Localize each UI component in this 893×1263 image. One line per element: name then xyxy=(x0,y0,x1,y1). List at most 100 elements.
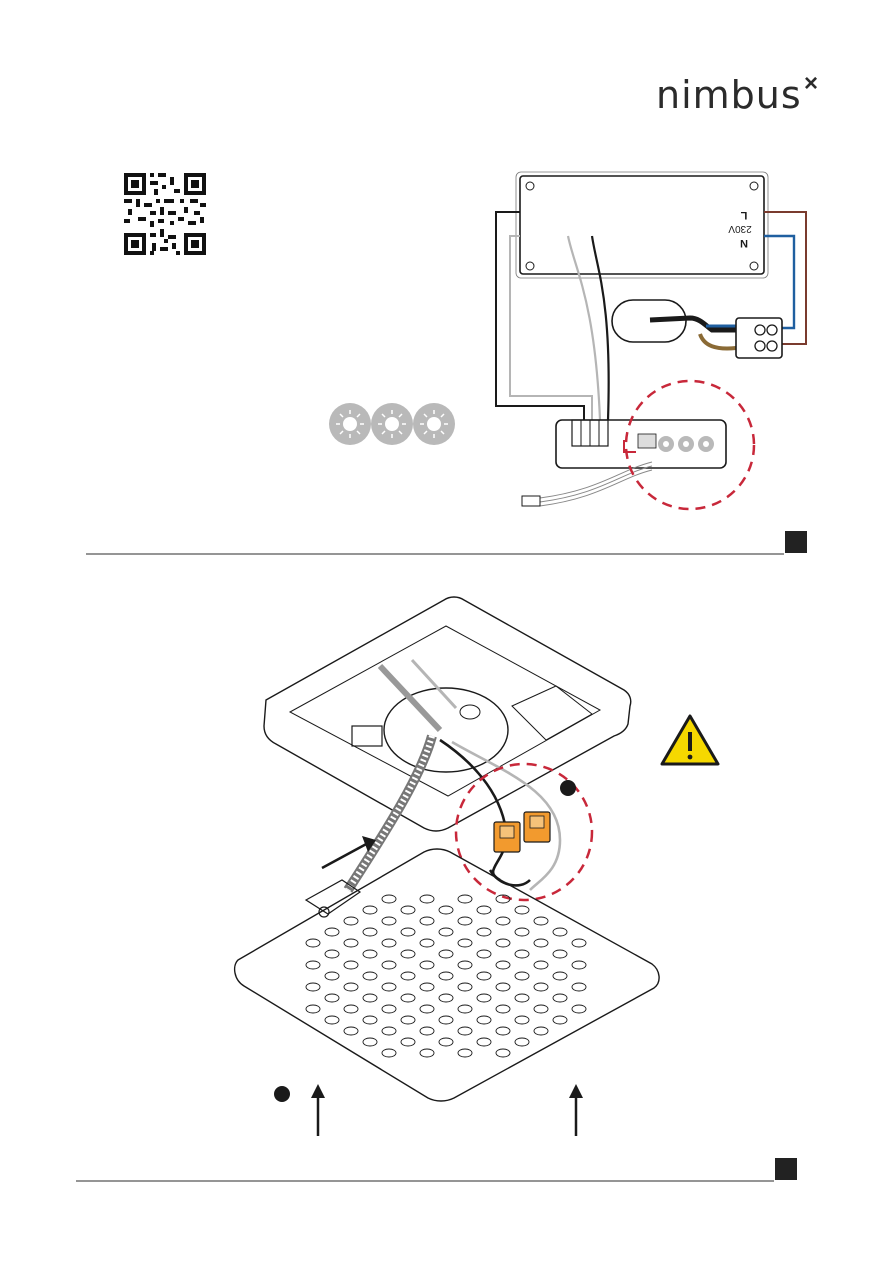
lens-hole xyxy=(515,994,529,1002)
lens-hole xyxy=(477,928,491,936)
lens-hole xyxy=(515,928,529,936)
lens-hole xyxy=(344,917,358,925)
lens-hole xyxy=(382,939,396,947)
lens-hole xyxy=(477,906,491,914)
lens-hole xyxy=(458,1049,472,1057)
lens-hole xyxy=(439,1038,453,1046)
lens-hole xyxy=(439,972,453,980)
lens-hole xyxy=(496,1005,510,1013)
lens-hole xyxy=(401,1016,415,1024)
lens-hole xyxy=(325,972,339,980)
driver-n-label: N xyxy=(740,237,748,249)
lens-hole xyxy=(363,994,377,1002)
lens-hole xyxy=(458,895,472,903)
lens-hole xyxy=(306,961,320,969)
lens-hole xyxy=(515,1038,529,1046)
wiring-diagram xyxy=(496,172,806,509)
driver-voltage-label: 230V xyxy=(728,223,752,234)
lens-hole xyxy=(420,961,434,969)
lens-hole xyxy=(572,1005,586,1013)
lens-hole xyxy=(401,950,415,958)
step-marker xyxy=(775,1158,797,1180)
lens-hole xyxy=(344,939,358,947)
lens-hole xyxy=(477,1038,491,1046)
luminaire-diagram xyxy=(235,597,718,1136)
lens-hole xyxy=(420,983,434,991)
lens-hole xyxy=(363,1038,377,1046)
lens-hole xyxy=(572,939,586,947)
lens-hole xyxy=(553,1016,567,1024)
lens-hole xyxy=(572,961,586,969)
lens-hole xyxy=(458,983,472,991)
warning-triangle-icon xyxy=(662,716,718,764)
lens-hole xyxy=(439,950,453,958)
lens-hole xyxy=(344,1005,358,1013)
lens-hole xyxy=(420,917,434,925)
lens-hole xyxy=(401,994,415,1002)
lens-hole xyxy=(439,906,453,914)
lens-hole xyxy=(534,1027,548,1035)
lens-hole xyxy=(496,961,510,969)
qr-code-icon xyxy=(124,173,206,255)
lens-hole xyxy=(553,950,567,958)
lens-hole xyxy=(401,928,415,936)
lens-hole xyxy=(477,972,491,980)
lens-hole xyxy=(572,983,586,991)
lens-hole xyxy=(325,994,339,1002)
lens-hole xyxy=(458,961,472,969)
lens-hole xyxy=(401,906,415,914)
lens-hole xyxy=(325,1016,339,1024)
lens-hole xyxy=(382,1027,396,1035)
lens-hole xyxy=(382,1049,396,1057)
lens-hole xyxy=(382,895,396,903)
lens-hole xyxy=(420,939,434,947)
lens-hole xyxy=(458,1005,472,1013)
lens-hole xyxy=(420,1005,434,1013)
lens-hole xyxy=(553,928,567,936)
lens-hole xyxy=(515,972,529,980)
lens-hole xyxy=(363,972,377,980)
lens-hole xyxy=(401,1038,415,1046)
lens-hole xyxy=(363,906,377,914)
lens-hole-grid xyxy=(306,895,586,1057)
lens-hole xyxy=(306,983,320,991)
lens-hole xyxy=(534,939,548,947)
lens-hole xyxy=(439,994,453,1002)
lens-hole xyxy=(325,928,339,936)
lens-hole xyxy=(553,972,567,980)
lens-hole xyxy=(363,1016,377,1024)
lens-hole xyxy=(363,928,377,936)
lens-hole xyxy=(534,961,548,969)
driver-l-label: L xyxy=(740,209,747,221)
lens-hole xyxy=(306,939,320,947)
lens-hole xyxy=(534,1005,548,1013)
lens-hole xyxy=(477,994,491,1002)
lens-hole xyxy=(458,1027,472,1035)
lens-hole xyxy=(477,950,491,958)
lens-hole xyxy=(382,983,396,991)
dimmer-dial-icon xyxy=(329,403,371,445)
lens-hole xyxy=(344,983,358,991)
lens-hole xyxy=(325,950,339,958)
lens-hole xyxy=(344,961,358,969)
lens-hole xyxy=(420,1049,434,1057)
lens-hole xyxy=(420,1027,434,1035)
lens-hole xyxy=(439,1016,453,1024)
lens-hole xyxy=(515,906,529,914)
lens-hole xyxy=(534,983,548,991)
lens-hole xyxy=(553,994,567,1002)
dimmer-dial-icon xyxy=(413,403,455,445)
lens-hole xyxy=(382,961,396,969)
lens-hole xyxy=(420,895,434,903)
lens-hole xyxy=(458,917,472,925)
lens-hole xyxy=(515,950,529,958)
lens-hole xyxy=(401,972,415,980)
lens-hole xyxy=(496,983,510,991)
driver-box xyxy=(520,176,764,274)
step-marker xyxy=(785,531,807,553)
lens-hole xyxy=(496,917,510,925)
lens-hole xyxy=(306,1005,320,1013)
lens-hole xyxy=(496,1027,510,1035)
lens-hole xyxy=(534,917,548,925)
